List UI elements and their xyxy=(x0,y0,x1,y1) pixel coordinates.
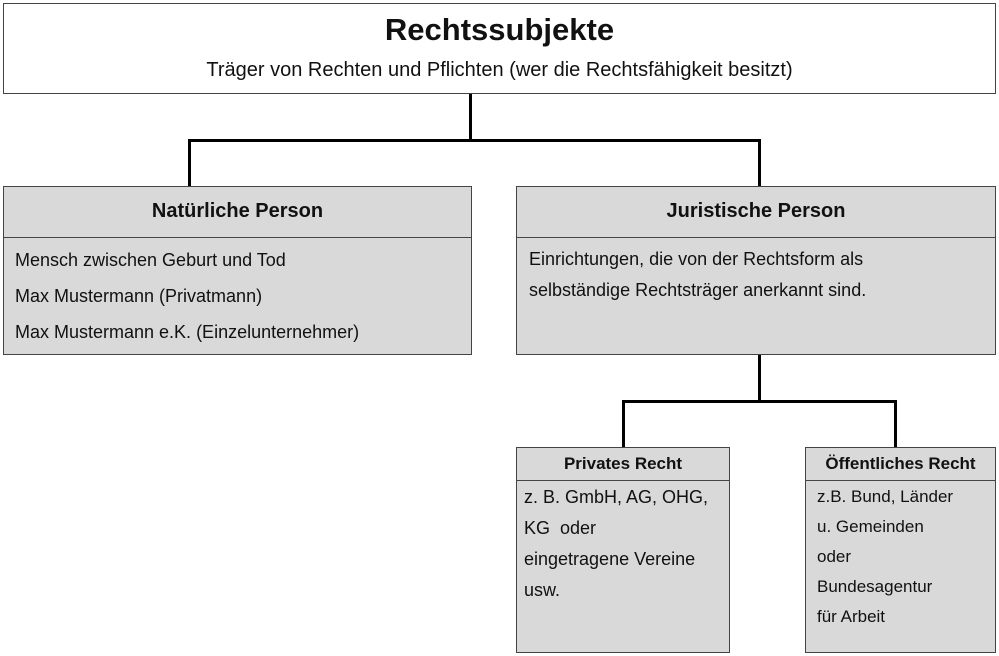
root-node: Rechtssubjekte Träger von Rechten und Pf… xyxy=(3,3,996,94)
connector-to-juristische-person xyxy=(758,139,761,187)
privates-recht-line: usw. xyxy=(524,580,561,600)
connector-root-down xyxy=(469,93,472,141)
oeffentliches-recht-line: oder xyxy=(817,547,852,566)
connector-to-privates-recht xyxy=(622,400,625,448)
juristische-person-line: selbständige Rechtsträger anerkannt sind… xyxy=(529,280,867,300)
natuerliche-person-body: Mensch zwischen Geburt und Tod Max Muste… xyxy=(4,238,471,354)
privates-recht-node: Privates Recht z. B. GmbH, AG, OHG, KG o… xyxy=(516,447,730,653)
natuerliche-person-line: Max Mustermann e.K. (Einzelunternehmer) xyxy=(15,322,360,342)
oeffentliches-recht-node: Öffentliches Recht z.B. Bund, Länder u. … xyxy=(805,447,996,653)
juristische-person-header: Juristische Person xyxy=(517,187,995,238)
connector-root-horizontal xyxy=(188,139,761,142)
natuerliche-person-header: Natürliche Person xyxy=(4,187,471,238)
connector-jp-down xyxy=(758,354,761,403)
oeffentliches-recht-line: Bundesagentur xyxy=(817,577,933,596)
oeffentliches-recht-line: z.B. Bund, Länder xyxy=(817,487,954,506)
privates-recht-body: z. B. GmbH, AG, OHG, KG oder eingetragen… xyxy=(517,481,729,606)
natuerliche-person-line: Mensch zwischen Geburt und Tod xyxy=(15,250,286,270)
natuerliche-person-node: Natürliche Person Mensch zwischen Geburt… xyxy=(3,186,472,355)
connector-jp-horizontal xyxy=(622,400,897,403)
privates-recht-line: eingetragene Vereine xyxy=(524,549,696,569)
juristische-person-node: Juristische Person Einrichtungen, die vo… xyxy=(516,186,996,355)
connector-to-natuerliche-person xyxy=(188,139,191,187)
natuerliche-person-line: Max Mustermann (Privatmann) xyxy=(15,286,263,306)
juristische-person-line: Einrichtungen, die von der Rechtsform al… xyxy=(529,249,864,269)
root-subtitle: Träger von Rechten und Pflichten (wer di… xyxy=(206,59,793,81)
juristische-person-body: Einrichtungen, die von der Rechtsform al… xyxy=(517,238,995,306)
oeffentliches-recht-line: für Arbeit xyxy=(817,607,886,626)
privates-recht-line: z. B. GmbH, AG, OHG, xyxy=(524,487,709,507)
oeffentliches-recht-header: Öffentliches Recht xyxy=(806,448,995,481)
connector-to-oeffentliches-recht xyxy=(894,400,897,448)
root-title: Rechtssubjekte xyxy=(384,12,615,47)
oeffentliches-recht-line: u. Gemeinden xyxy=(817,517,924,536)
privates-recht-header: Privates Recht xyxy=(517,448,729,481)
privates-recht-line: KG oder xyxy=(524,518,597,538)
oeffentliches-recht-body: z.B. Bund, Länder u. Gemeinden oder Bund… xyxy=(806,481,995,632)
